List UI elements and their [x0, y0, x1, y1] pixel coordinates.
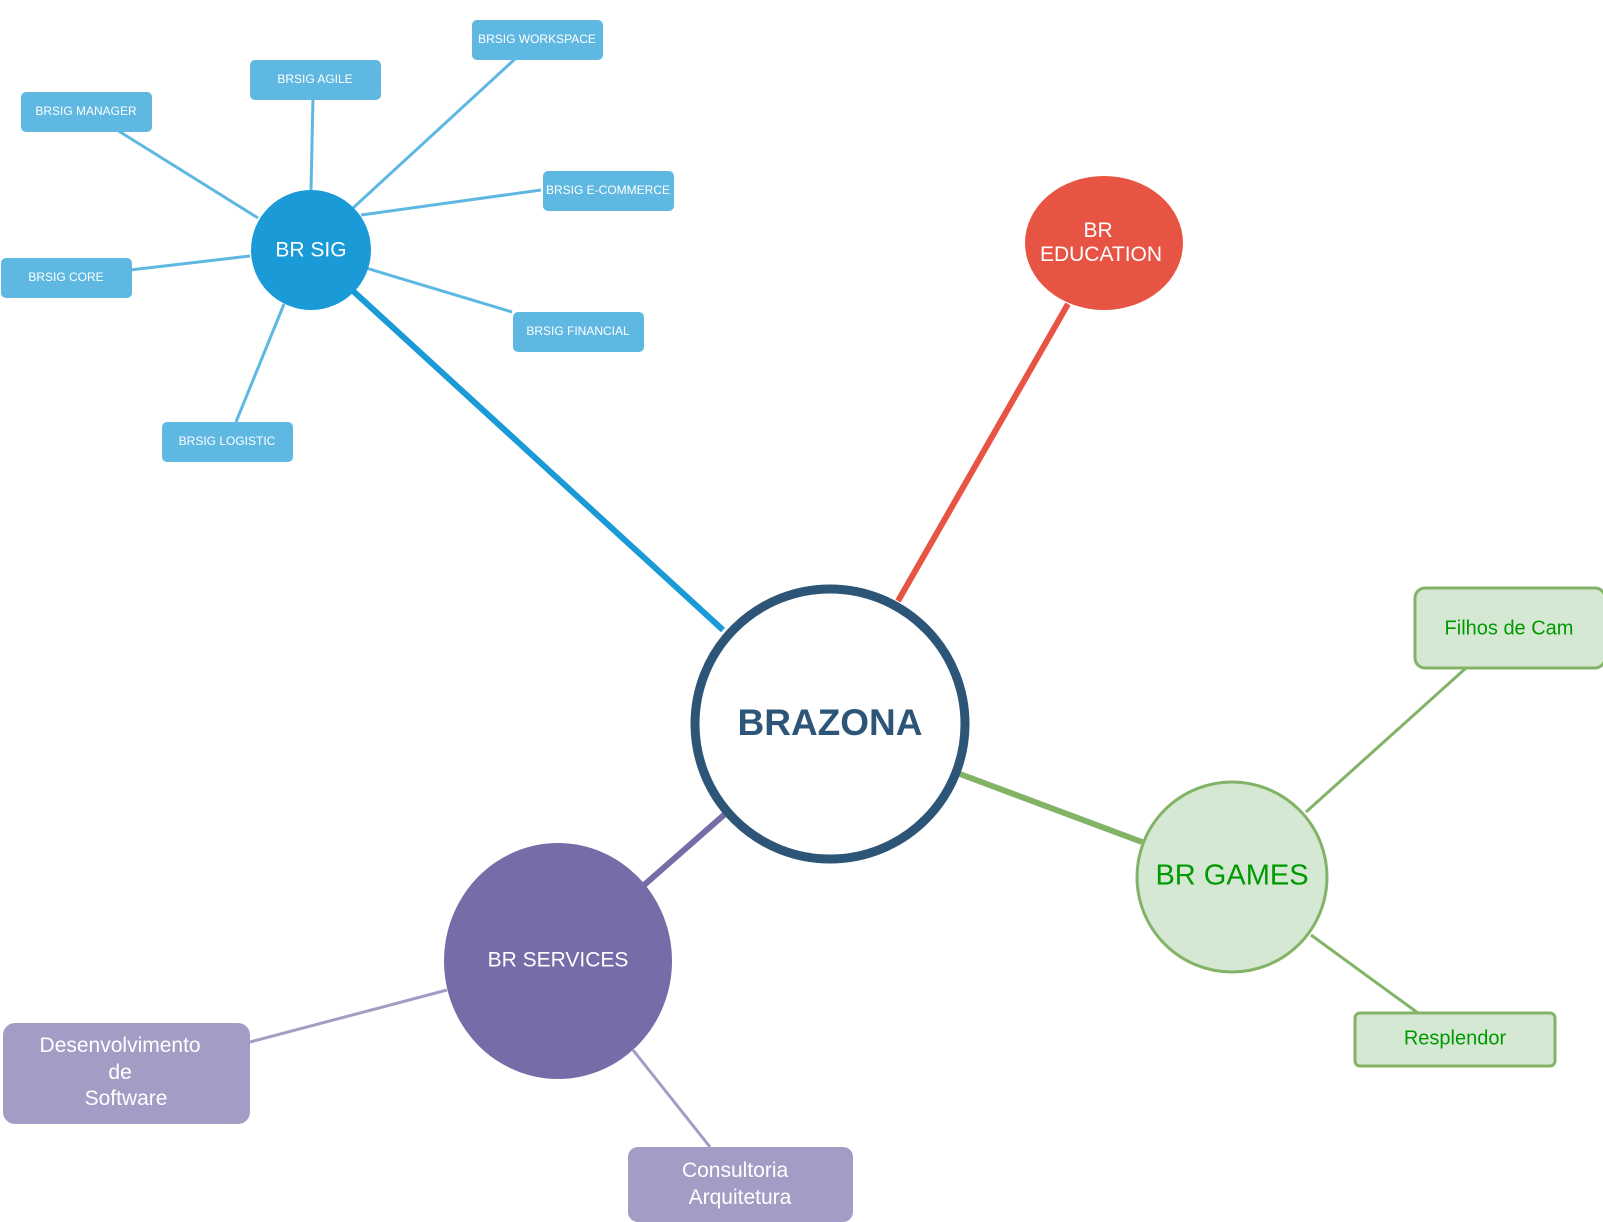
branch-education-label-line-1: BR [1083, 219, 1112, 242]
branch-education[interactable]: BR EDUCATION [1025, 176, 1183, 310]
games-leaf-resplendor[interactable]: Resplendor [1353, 1011, 1557, 1068]
services-leaf-desenvolvimento[interactable]: Desenvolvimento de Software [3, 1023, 250, 1124]
sig-leaf-ecommerce-shape [543, 171, 674, 211]
connector-games-resplendor [1310, 933, 1419, 1015]
services-leaf-consultoria-shape [628, 1147, 853, 1222]
connector-sig-agile [309, 97, 315, 191]
sig-leaf-agile[interactable]: BRSIG AGILE [250, 60, 381, 100]
branch-services-shape [444, 843, 672, 1079]
connector-sig-workspace [351, 57, 517, 210]
center-node-label: BRAZONA [738, 702, 923, 743]
connector-sig-manager [116, 128, 259, 220]
connector-sig-logistic [234, 303, 286, 423]
sig-leaf-financial[interactable]: BRSIG FINANCIAL [513, 312, 644, 352]
sig-leaf-ecommerce[interactable]: BRSIG E-COMMERCE [543, 171, 674, 211]
sig-leaf-ecommerce-label: BRSIG E-COMMERCE [546, 183, 670, 197]
services-leaf-desenvolvimento-line-2: de [108, 1061, 131, 1084]
sig-leaf-workspace-label: BRSIG WORKSPACE [478, 32, 596, 46]
center-node-shape [690, 584, 970, 864]
connector-sig-core [129, 254, 251, 272]
sig-leaf-financial-shape [513, 312, 644, 352]
branch-education-shape [1025, 176, 1183, 310]
sig-leaf-core-shape [1, 258, 132, 298]
branch-games-shape [1135, 780, 1329, 974]
connector-services-desenvolvimento [249, 988, 448, 1044]
services-leaf-desenvolvimento-line-3: Software [85, 1087, 168, 1110]
branch-sig-label: BR SIG [275, 239, 346, 262]
branch-sig[interactable]: BR SIG [251, 190, 371, 310]
sig-leaf-workspace[interactable]: BRSIG WORKSPACE [472, 20, 603, 60]
connector-center-games [958, 771, 1144, 845]
connector-games-filhos [1304, 666, 1468, 814]
branch-services[interactable]: BR SERVICES [444, 843, 672, 1079]
services-leaf-desenvolvimento-label: Desenvolvimento de Software [40, 1034, 207, 1110]
games-leaf-resplendor-shape [1353, 1011, 1557, 1068]
center-node[interactable]: BRAZONA [690, 584, 970, 864]
sig-leaf-logistic-shape [162, 422, 293, 462]
games-leaf-resplendor-label: Resplendor [1404, 1027, 1507, 1049]
branch-games[interactable]: BR GAMES [1135, 780, 1329, 974]
sig-leaf-manager-shape [21, 92, 152, 132]
connector-services-consultoria [631, 1049, 712, 1148]
sig-leaf-agile-label: BRSIG AGILE [277, 72, 352, 86]
games-leaf-filhos-de-cam[interactable]: Filhos de Cam [1413, 586, 1603, 670]
branch-education-label-line-2: EDUCATION [1040, 243, 1162, 266]
connectors [116, 57, 1468, 1148]
services-leaf-desenvolvimento-line-1: Desenvolvimento [40, 1034, 201, 1057]
connector-center-sig [349, 287, 726, 633]
games-leaf-filhos-de-cam-label: Filhos de Cam [1445, 617, 1574, 639]
sig-leaf-workspace-shape [472, 20, 603, 60]
sig-leaf-manager[interactable]: BRSIG MANAGER [21, 92, 152, 132]
branch-education-label: BR EDUCATION [1040, 219, 1162, 266]
branch-sig-shape [251, 190, 371, 310]
games-leaf-filhos-de-cam-shape [1413, 586, 1603, 670]
branch-games-label: BR GAMES [1155, 860, 1308, 892]
sig-leaf-core[interactable]: BRSIG CORE [1, 258, 132, 298]
services-leaf-consultoria[interactable]: Consultoria Arquitetura [628, 1147, 853, 1222]
services-leaf-consultoria-label: Consultoria Arquitetura [682, 1159, 794, 1209]
sig-leaf-core-label: BRSIG CORE [28, 270, 103, 284]
connector-sig-ecommerce [360, 188, 542, 217]
branch-services-label: BR SERVICES [488, 949, 629, 972]
sig-leaf-logistic[interactable]: BRSIG LOGISTIC [162, 422, 293, 462]
sig-leaf-financial-label: BRSIG FINANCIAL [526, 324, 630, 338]
services-leaf-consultoria-line-2: Arquitetura [689, 1186, 792, 1209]
connector-center-services [641, 811, 727, 889]
sig-leaf-manager-label: BRSIG MANAGER [35, 104, 137, 118]
services-leaf-desenvolvimento-shape [3, 1023, 250, 1124]
sig-leaf-agile-shape [250, 60, 381, 100]
sig-leaf-logistic-label: BRSIG LOGISTIC [179, 434, 276, 448]
connector-center-education [895, 302, 1071, 603]
services-leaf-consultoria-line-1: Consultoria [682, 1159, 789, 1182]
connector-sig-financial [365, 266, 513, 314]
